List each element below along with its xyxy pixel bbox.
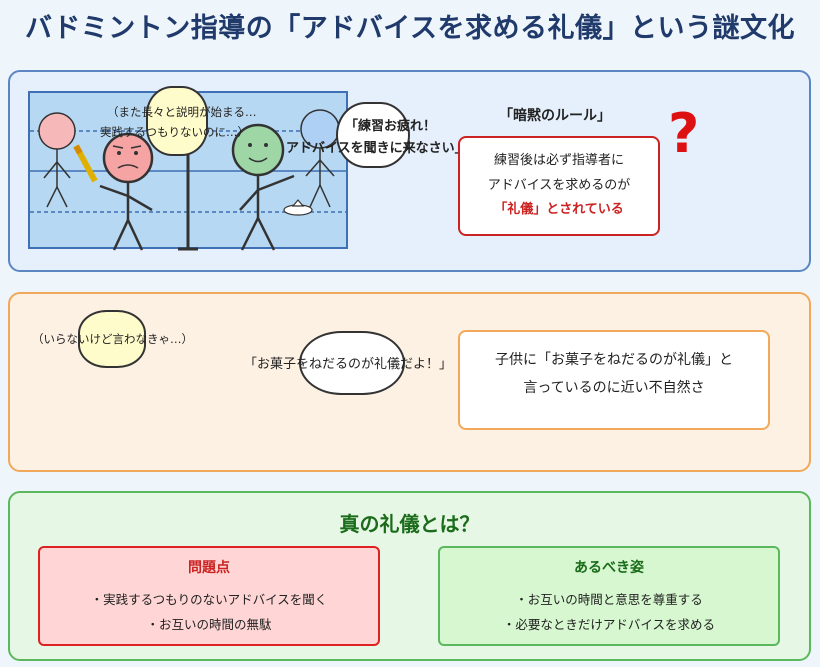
ideal-item-1: ・お互いの時間と意思を尊重する: [515, 592, 703, 607]
page-title: バドミントン指導の「アドバイスを求める礼儀」という謎文化: [25, 13, 795, 44]
coach-speech-line2: アドバイスを聞きに来なさい」: [286, 141, 468, 156]
problem-title: 問題点: [188, 560, 230, 576]
student-thought-line2: 実践するつもりないのに…）: [100, 125, 250, 139]
problem-box: [38, 546, 380, 646]
ideal-box: [438, 546, 780, 646]
coach-speech-bubble: [336, 102, 410, 168]
student-thought-bubble: [146, 86, 208, 156]
adult-speech-bubble: [299, 331, 405, 395]
problem-item-1: ・実践するつもりのないアドバイスを聞く: [90, 592, 328, 607]
coach-figure: [231, 123, 295, 251]
analogy-box: [458, 330, 770, 430]
background-player-right: [300, 109, 340, 208]
rule-box: [458, 136, 660, 236]
child-thought-bubble: [78, 310, 146, 368]
rule-line3: 「礼儀」とされている: [494, 202, 624, 217]
analogy-line1: 子供に「お菓子をねだるのが礼儀」と: [495, 352, 733, 368]
ideal-title: あるべき姿: [574, 560, 644, 576]
rule-title: 「暗黙のルール」: [499, 108, 611, 124]
question-mark-icon: ?: [668, 102, 700, 165]
ideal-item-2: ・必要なときだけアドバイスを求める: [502, 617, 716, 632]
problem-item-2: ・お互いの時間の無駄: [146, 617, 272, 632]
child-thought-text: （いらないけど言わなきゃ…）: [32, 332, 193, 346]
shuttlecock-icon: [283, 199, 313, 216]
student-thought-line1: （また長々と説明が始まる…: [107, 105, 257, 119]
student-figure: [99, 132, 154, 251]
conclusion-heading: 真の礼儀とは？: [339, 512, 480, 536]
racket-icon: [73, 144, 98, 183]
adult-speech-text: 「お菓子をねだるのが礼儀だよ！」: [244, 357, 453, 372]
background-player-left: [38, 112, 76, 208]
coach-speech-line1: 「練習お疲れ！: [345, 119, 437, 134]
rule-line1: 練習後は必ず指導者に: [493, 153, 624, 168]
analogy-line2: 言っているのに近い不自然さ: [523, 380, 705, 396]
rule-line2: アドバイスを求めるのが: [487, 178, 631, 193]
